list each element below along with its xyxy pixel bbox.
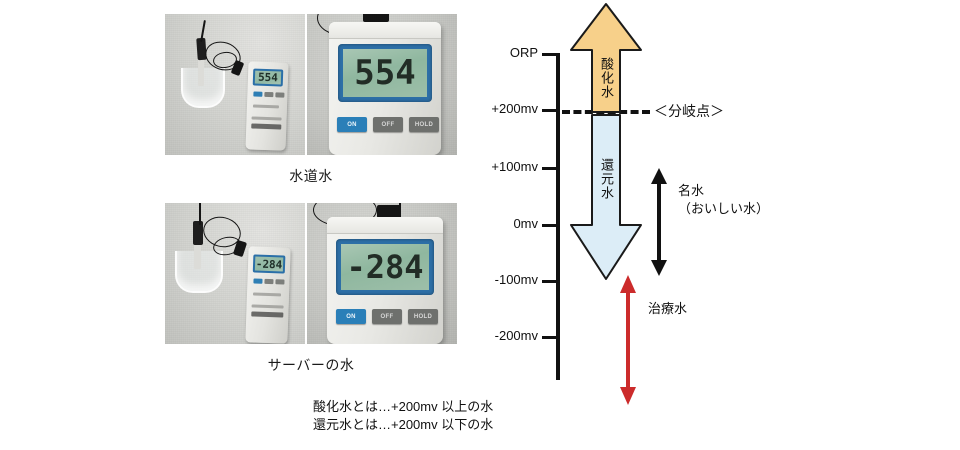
hold-button-large[interactable]: HOLD	[409, 117, 439, 132]
orp-meter-large-top	[329, 22, 441, 39]
probe-tip	[193, 221, 203, 245]
orp-meter-large-display: -284	[336, 239, 434, 295]
meter-print-1	[252, 292, 282, 297]
cable-plug-closeup	[363, 14, 389, 22]
off-button-large[interactable]: OFF	[373, 117, 403, 132]
orp-reading-small: -284	[254, 256, 284, 272]
reduced-water-arrow-icon	[570, 114, 642, 280]
branch-point-label: ＜分岐点＞	[654, 103, 724, 119]
probe-rod	[194, 237, 201, 269]
orp-label-plus100: +100mv	[491, 159, 538, 174]
orp-meter-large-top	[327, 217, 443, 234]
orp-meter-small: -284	[245, 246, 291, 344]
meter-print-3	[251, 123, 282, 130]
orp-label-minus200: -200mv	[494, 328, 538, 343]
treatment-water-label: 治療水	[648, 301, 688, 316]
photo-tapwater-wide: 554	[165, 14, 305, 155]
orp-meter-large-buttons: ON OFF HOLD	[337, 117, 439, 132]
famous-water-label-line1: 名水	[678, 183, 705, 198]
photo-serverwater-closeup: -284 ON OFF HOLD	[307, 203, 457, 344]
orp-scale-diagram: ORP +200mv +100mv 0mv -100mv -200mv ＜分岐点…	[480, 0, 960, 450]
orp-tick-minus200	[542, 336, 560, 339]
orp-reading-large: 554	[343, 49, 427, 97]
footnote-line-2: 還元水とは…+200mv 以下の水	[313, 417, 494, 432]
famous-water-label: 名水 （おいしい水）	[678, 182, 769, 217]
orp-label-zero: 0mv	[513, 216, 538, 231]
orp-meter-small-buttons	[253, 278, 285, 285]
off-button-large[interactable]: OFF	[372, 309, 402, 324]
oxidized-water-label: 酸化水	[599, 57, 615, 99]
hold-button-small[interactable]	[275, 279, 285, 285]
photo-tapwater-closeup: 554 ON OFF HOLD	[307, 14, 457, 155]
photo-block-tapwater: 554 554	[165, 14, 457, 192]
meter-print-1	[252, 104, 280, 109]
orp-tick-orp	[542, 53, 560, 56]
orp-meter-large-display: 554	[338, 44, 432, 102]
off-button-small[interactable]	[264, 91, 274, 98]
cable-plug-closeup	[377, 205, 401, 218]
on-button-large[interactable]: ON	[336, 309, 366, 324]
famous-water-arrow-icon	[651, 168, 667, 276]
orp-label-minus100: -100mv	[494, 272, 538, 287]
photo-caption-serverwater: サーバーの水	[267, 357, 355, 373]
famous-water-label-line2: （おいしい水）	[678, 200, 770, 216]
orp-meter-small-display: -284	[252, 254, 286, 274]
orp-meter-large: -284 ON OFF HOLD	[327, 217, 443, 344]
meter-print-3	[251, 311, 284, 318]
meter-print-2	[251, 116, 282, 121]
orp-label-plus200: +200mv	[491, 101, 538, 116]
hold-button-large[interactable]: HOLD	[408, 309, 438, 324]
orp-label-orp: ORP	[509, 45, 538, 60]
treatment-water-arrow-icon	[620, 275, 636, 405]
footnote-line-1: 酸化水とは…+200mv 以上の水	[313, 399, 494, 414]
probe-cable	[199, 203, 201, 225]
on-button-large[interactable]: ON	[337, 117, 367, 132]
hold-button-small[interactable]	[275, 92, 285, 98]
orp-meter-large-buttons: ON OFF HOLD	[336, 309, 438, 324]
photo-block-serverwater: -284 -284	[165, 203, 457, 381]
meter-print-2	[251, 304, 284, 309]
orp-reading-small: 554	[254, 70, 282, 85]
reduced-water-label: 還元水	[599, 158, 615, 200]
orp-meter-small-display: 554	[252, 68, 284, 87]
probe-rod	[198, 52, 204, 86]
oxidized-water-arrow-icon	[570, 3, 642, 113]
orp-meter-small: 554	[245, 61, 289, 151]
orp-tick-zero	[542, 224, 560, 227]
on-button-small[interactable]	[253, 278, 263, 284]
photo-serverwater-wide: -284	[165, 203, 305, 344]
orp-tick-plus100	[542, 167, 560, 170]
off-button-small[interactable]	[264, 278, 274, 285]
orp-tick-plus200	[542, 109, 560, 112]
photo-caption-tapwater: 水道水	[289, 168, 333, 184]
orp-axis-line	[556, 53, 560, 380]
on-button-small[interactable]	[253, 91, 263, 97]
orp-tick-minus100	[542, 280, 560, 283]
orp-reading-large: -284	[341, 244, 429, 290]
orp-meter-large: 554 ON OFF HOLD	[329, 22, 441, 155]
orp-meter-small-buttons	[253, 91, 285, 98]
